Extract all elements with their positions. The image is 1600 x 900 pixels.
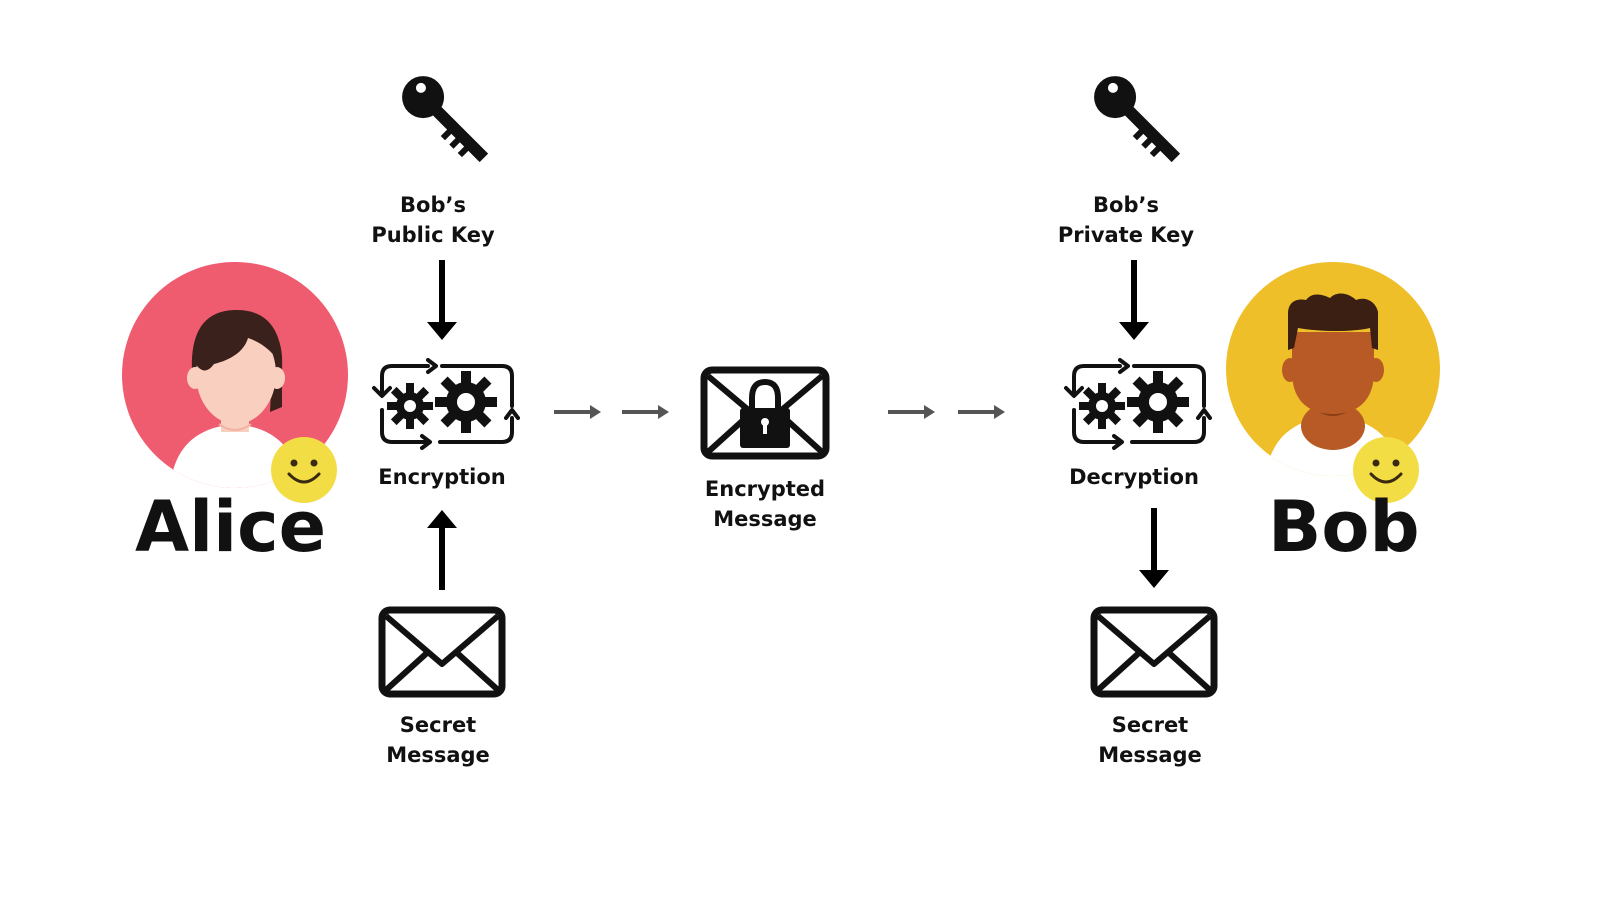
alice-avatar [122,262,348,488]
bob-smiley-badge [1352,436,1420,504]
arrow-down-to-encryption [424,260,460,342]
encryption-label: Encryption [378,465,506,489]
arrow-down-from-decryption [1136,508,1172,590]
key-icon [390,66,500,172]
locked-envelope-icon [700,366,830,460]
envelope-icon [1090,606,1218,698]
gears-icon [358,354,526,458]
flow-arrow [958,402,1006,422]
public-key-label-line1: Bob’s [400,193,466,217]
flow-arrow [622,402,670,422]
encrypted-message-line2: Message [713,507,817,531]
private-key-label-line1: Bob’s [1093,193,1159,217]
private-key-label-line2: Private Key [1057,223,1195,247]
secret-message-out-label: Secret Message [1070,710,1230,770]
bob-name: Bob [1268,486,1420,568]
key-icon [1082,66,1192,172]
private-key-label: Bob’s Private Key [1046,190,1206,250]
encrypted-message-label: Encrypted Message [685,474,845,534]
secret-message-in-label: Secret Message [358,710,518,770]
secret-message-in-line1: Secret [399,713,477,737]
flow-arrow [888,402,936,422]
flow-arrow [554,402,602,422]
alice-name: Alice [135,486,327,568]
decryption-label: Decryption [1069,465,1199,489]
encrypted-message-line1: Encrypted [704,477,826,501]
arrow-down-to-decryption [1116,260,1152,342]
secret-message-out-line2: Message [1098,743,1202,767]
envelope-icon [378,606,506,698]
arrow-up-to-encryption [424,508,460,590]
bob-avatar [1226,262,1440,476]
secret-message-in-line2: Message [386,743,490,767]
alice-smiley-badge [270,436,338,504]
gears-icon [1050,354,1218,458]
secret-message-out-line1: Secret [1111,713,1189,737]
public-key-label-line2: Public Key [371,223,495,247]
public-key-label: Bob’s Public Key [353,190,513,250]
